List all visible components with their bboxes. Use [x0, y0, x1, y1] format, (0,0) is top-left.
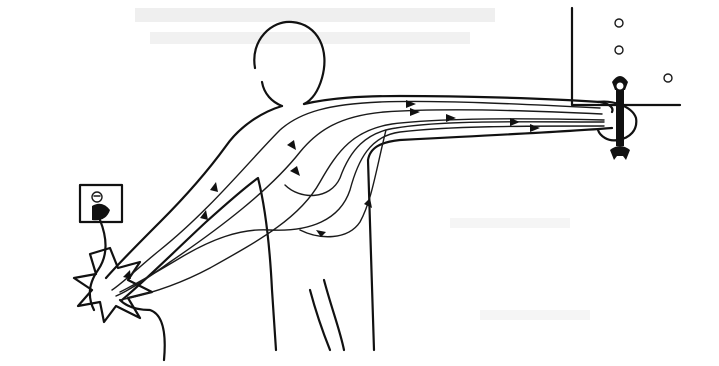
- current-arrow-icon: [446, 114, 456, 122]
- current-arrow-icon: [530, 124, 540, 132]
- wrench-icon: [610, 76, 630, 160]
- panel-screw-1: [615, 19, 623, 27]
- panel-screw-2: [615, 46, 623, 54]
- current-arrow-icon: [290, 166, 300, 176]
- current-arrow-icon: [410, 108, 420, 116]
- panel-screw-3: [664, 74, 672, 82]
- current-arrow-icon: [123, 270, 131, 279]
- current-arrow-icon: [210, 182, 218, 192]
- human-figure: [106, 22, 636, 350]
- faded-background-text: [135, 8, 590, 320]
- current-arrow-icon: [364, 198, 372, 208]
- current-arrow-icon: [200, 210, 208, 220]
- machine-panel: [572, 8, 680, 105]
- current-arrow-icon: [287, 140, 296, 150]
